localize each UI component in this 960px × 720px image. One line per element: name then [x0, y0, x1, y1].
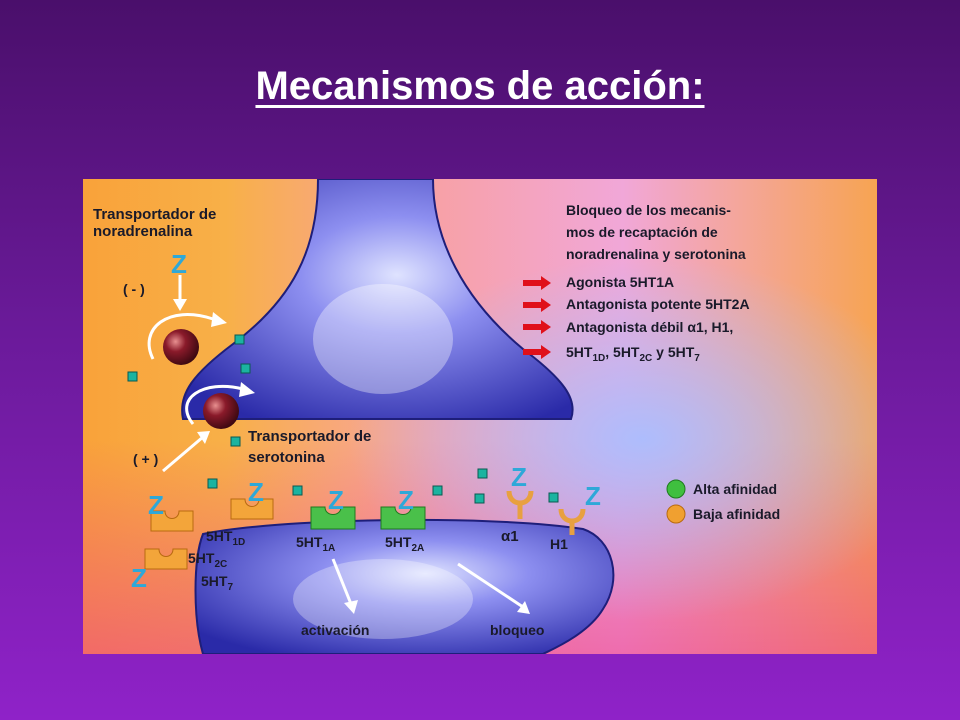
- neurotransmitter: [240, 363, 251, 374]
- receptor-alpha1: [506, 490, 534, 506]
- z-marker: Z: [171, 249, 187, 279]
- minus-label: ( - ): [123, 281, 145, 297]
- postsynaptic-highlight: [293, 559, 473, 639]
- z-marker: Z: [585, 481, 601, 511]
- receptor-label-5ht7: 5HT7: [201, 573, 233, 593]
- receptors-high: [310, 506, 426, 530]
- presynaptic-terminal: [181, 179, 574, 420]
- plus-arrow: [162, 435, 204, 473]
- legend-high-swatch: [666, 479, 686, 499]
- presynaptic-highlight: [313, 284, 453, 394]
- z-marker: Z: [511, 462, 527, 492]
- sert-label-1: Transportador de: [248, 428, 371, 445]
- activation-arrowhead: [344, 600, 358, 614]
- ne-reuptake-arc: [147, 313, 214, 360]
- red-arrow: [523, 320, 551, 334]
- ne-reuptake-arrowhead: [211, 312, 227, 327]
- effect-item: Antagonista potente 5HT2A: [566, 296, 750, 312]
- red-arrows: [523, 276, 551, 359]
- receptor-5ht2a: [380, 506, 426, 530]
- receptor-label-alpha1: α1: [501, 528, 519, 545]
- receptors-right: [506, 490, 586, 535]
- z-marker: Z: [148, 490, 164, 520]
- receptor-label-5ht1a: 5HT1A: [296, 534, 335, 554]
- neurotransmitter: [474, 493, 485, 504]
- z-marker: Z: [328, 485, 344, 515]
- receptor-label-5ht2a: 5HT2A: [385, 534, 424, 554]
- receptor-label-5ht1d: 5HT1D: [206, 528, 245, 548]
- effect-item-last: 5HT1D, 5HT2C y 5HT7: [566, 344, 700, 364]
- block-arrowhead: [517, 601, 530, 614]
- sert-reuptake-arrowhead: [239, 382, 255, 397]
- legend-low-swatch: [666, 504, 686, 524]
- neurotransmitter: [207, 478, 218, 489]
- activation-arrow: [331, 558, 353, 605]
- z-marker: Z: [248, 477, 264, 507]
- legend-low-label: Baja afinidad: [693, 506, 780, 522]
- noradrenaline-transporter: [163, 329, 199, 365]
- plus-label: ( + ): [133, 451, 158, 467]
- receptor-low-affinity: [150, 510, 194, 532]
- minus-arrowhead: [173, 299, 187, 311]
- receptor-5ht1a: [310, 506, 356, 530]
- neurotransmitter: [230, 436, 241, 447]
- synapse-diagram: Transportador de noradrenalina ( - ) ( +…: [83, 179, 877, 654]
- sert-label-2: serotonina: [248, 449, 325, 466]
- neurotransmitter: [292, 485, 303, 496]
- ne-transporter-label-1: Transportador de: [93, 206, 216, 223]
- receptor-low-affinity: [144, 548, 188, 570]
- neurotransmitter: [548, 492, 559, 503]
- receptor-h1: [558, 508, 586, 524]
- synapse-illustration: Transportador de noradrenalina ( - ) ( +…: [93, 179, 780, 654]
- postsynaptic-neuron: [194, 518, 615, 654]
- legend-high-label: Alta afinidad: [693, 481, 777, 497]
- neurotransmitter: [234, 334, 245, 345]
- z-marker: Z: [131, 563, 147, 593]
- effects-line-2: mos de recaptación de: [566, 224, 718, 240]
- receptor-label-5ht2c: 5HT2C: [188, 550, 227, 570]
- block-label: bloqueo: [490, 622, 544, 638]
- neurotransmitter: [432, 485, 443, 496]
- serotonin-transporter: [203, 393, 239, 429]
- receptors-left: [144, 498, 274, 570]
- sert-reuptake-arc: [185, 384, 244, 425]
- effects-line-1: Bloqueo de los mecanis-: [566, 202, 731, 218]
- ne-transporter-label-2: noradrenalina: [93, 223, 193, 240]
- effect-item: Agonista 5HT1A: [566, 274, 674, 290]
- receptor-low-affinity: [230, 498, 274, 520]
- z-markers: Z Z Z Z Z Z Z Z: [131, 249, 601, 593]
- red-arrow: [523, 345, 551, 359]
- effects-line-3: noradrenalina y serotonina: [566, 246, 746, 262]
- receptor-label-h1: H1: [550, 536, 568, 552]
- block-arrow: [457, 562, 524, 609]
- neurotransmitters: [127, 334, 559, 504]
- red-arrow: [523, 298, 551, 312]
- activation-label: activación: [301, 622, 369, 638]
- neurotransmitter: [477, 468, 488, 479]
- neurotransmitter: [127, 371, 138, 382]
- red-arrow: [523, 276, 551, 290]
- z-marker: Z: [398, 485, 414, 515]
- plus-arrowhead: [197, 431, 210, 444]
- slide-title: Mecanismos de acción:: [255, 64, 705, 108]
- effect-item: Antagonista débil α1, H1,: [566, 319, 733, 335]
